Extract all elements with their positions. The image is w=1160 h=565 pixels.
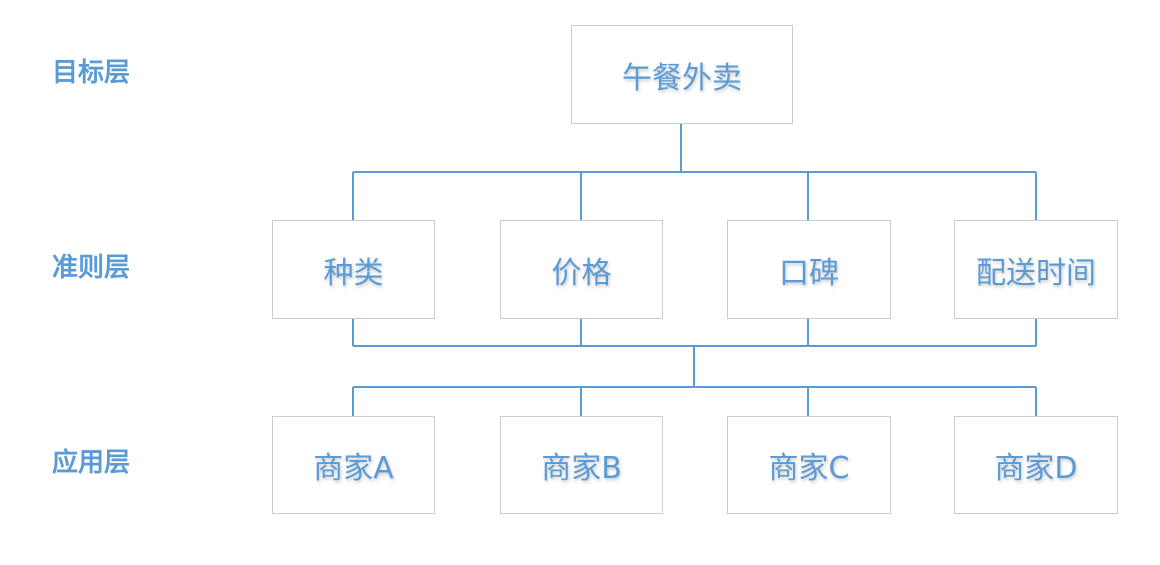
criteria-node-label: 价格 [551,255,612,291]
goal-node-label: 午餐外卖 [622,60,742,96]
alternative-node: 商家C [727,416,891,514]
criteria-node-label: 配送时间 [976,255,1096,291]
alternative-node-label: 商家D [994,451,1078,486]
alternative-node: 商家B [500,416,663,514]
layer-label-application: 应用层 [52,448,131,478]
criteria-node: 配送时间 [954,220,1118,319]
criteria-node: 口碑 [727,220,891,319]
alternative-node-label: 商家B [541,451,622,486]
criteria-node: 种类 [272,220,435,319]
layer-label-goal: 目标层 [52,58,131,88]
alternative-node: 商家A [272,416,435,514]
criteria-node: 价格 [500,220,663,319]
layer-label-criteria: 准则层 [52,253,131,283]
criteria-node-label: 种类 [323,255,384,291]
alternative-node-label: 商家C [768,451,850,486]
alternative-node: 商家D [954,416,1118,514]
alternative-node-label: 商家A [313,451,394,486]
goal-node: 午餐外卖 [571,25,793,124]
criteria-node-label: 口碑 [779,255,839,291]
